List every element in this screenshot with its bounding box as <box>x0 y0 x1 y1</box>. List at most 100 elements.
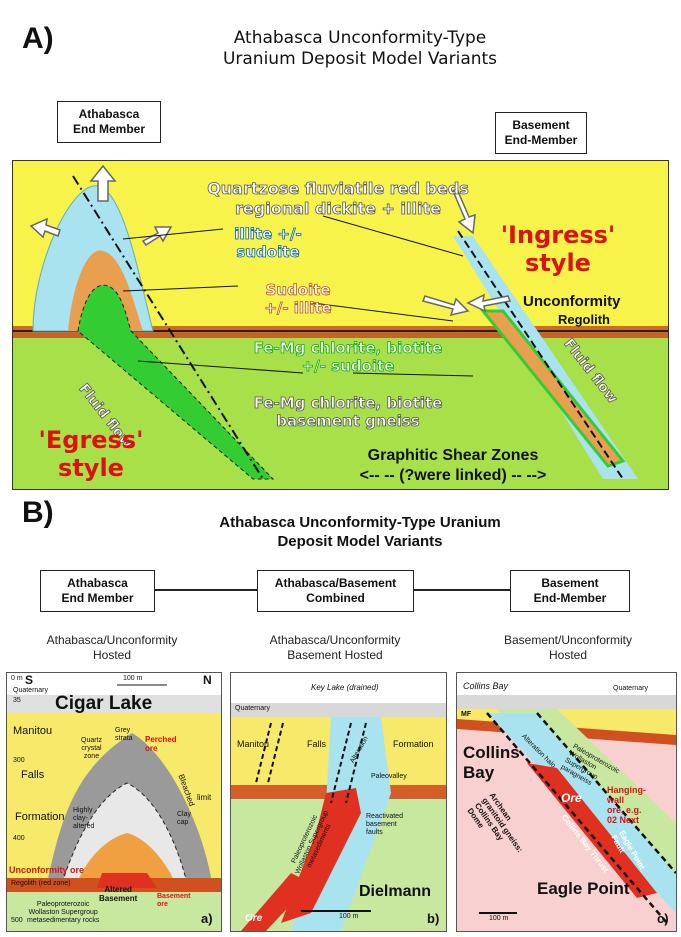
scale-label: 100 m <box>123 675 143 682</box>
box-line1: Athabasca <box>78 107 140 121</box>
altered-line1: Altered <box>104 885 132 894</box>
clay-cap-label: Clay cap <box>177 811 191 827</box>
red-beds-line1: Quartzose fluviatile red beds <box>207 179 469 199</box>
panel-b-letter: B) <box>22 496 54 529</box>
section-cigar-lake: 0 m S 100 m N Quaternary 35 Cigar Lake M… <box>6 672 222 932</box>
hw-line2: wall <box>607 795 625 805</box>
basement-ore-label: Basement ore <box>157 893 190 909</box>
quartz-line1: Quartz <box>81 737 103 744</box>
rf-line2: basement <box>366 821 397 828</box>
altered-line2: Basement <box>99 894 138 903</box>
cigar-lake-label: Cigar Lake <box>55 693 153 714</box>
box-line2: End Member <box>61 591 134 605</box>
perched-line2: ore <box>145 744 158 753</box>
panel-a-title-line2: Uranium Deposit Model Variants <box>222 49 498 69</box>
athabasca-end-member-box: Athabasca End Member <box>57 101 161 143</box>
box-line1: Athabasca <box>67 576 128 590</box>
collins-line2: Bay <box>463 763 495 782</box>
manitou-label-b: Manitou <box>237 739 270 749</box>
panel-a-title: Athabasca Unconformity-Type Uranium Depo… <box>150 28 570 70</box>
chlorite1-line2: +/- sudoite <box>301 357 395 376</box>
box-line1: Basement <box>541 576 599 590</box>
subtitle-c: Basement/Unconformity Hosted <box>478 633 658 663</box>
mf-label: MF <box>461 711 472 718</box>
paleo-label-a: Paleoproterozoic Wollaston Supergroup me… <box>27 901 99 925</box>
regolith-red-zone-label: Regolith (red zone) <box>11 880 71 887</box>
egress-fault-zone <box>77 284 275 480</box>
clay-line2: cap <box>177 819 189 826</box>
section-a-letter: a) <box>201 911 213 926</box>
bo-line2: ore <box>157 901 168 908</box>
egress-line2: style <box>58 454 124 482</box>
up-arrow-icon <box>89 164 117 202</box>
depth-0: 0 m <box>11 675 23 682</box>
basement-gneiss-label: Fe-Mg chlorite, biotite basement gneiss <box>188 394 508 431</box>
paleo-line3: metasedimentary rocks <box>27 917 100 924</box>
box-line1: Basement <box>512 118 570 132</box>
chlorite-sudoite-label: Fe-Mg chlorite, biotite +/- sudoite <box>188 339 508 376</box>
hcs-line2: clay- <box>73 815 88 822</box>
subtitle-line1: Basement/Unconformity <box>503 633 633 647</box>
altered-basement-label: Altered Basement <box>99 885 137 903</box>
chlorite2-line1: Fe-Mg chlorite, biotite <box>253 394 443 413</box>
ingress-fault-line <box>457 230 624 480</box>
shear-line2: <-- -- (?were linked) -- --> <box>359 467 547 484</box>
egress-style-label: 'Egress' style <box>31 426 151 482</box>
illite-line1: illite +/- <box>234 225 302 244</box>
collins-line1: Collins <box>463 743 520 762</box>
quaternary-label-c: Quaternary <box>613 685 649 692</box>
ore-label-c: Ore <box>561 791 582 805</box>
depth-300: 300 <box>13 757 25 764</box>
grey-line1: Grey <box>115 727 131 734</box>
key-lake-label: Key Lake (drained) <box>311 683 379 692</box>
scale-label-b: 100 m <box>339 913 359 920</box>
limit-label: limit <box>197 793 212 802</box>
section-b-letter: b) <box>427 911 440 926</box>
paleovalley-label: Paleovalley <box>371 773 407 780</box>
box-line2: End Member <box>72 122 145 136</box>
section-c-svg <box>457 673 676 924</box>
grey-strata-label: Grey strata <box>115 727 133 743</box>
subtitle-line1: Athabasca/Unconformity <box>269 633 401 647</box>
sudoite-line1: Sudoite <box>265 281 331 300</box>
ingress-line1: 'Ingress' <box>500 221 616 249</box>
red-beds-line2: regional dickite + illite <box>235 199 442 219</box>
in-arrow-icon <box>421 295 470 317</box>
shear-line1: Graphitic Shear Zones <box>367 447 539 464</box>
section-c-letter: c) <box>657 911 669 926</box>
basement-end-member-box: Basement End-Member <box>495 112 587 154</box>
left-arrow-icon <box>29 217 61 239</box>
subtitle-line2: Hosted <box>92 648 132 662</box>
quartz-line2: crystal <box>81 745 102 752</box>
panel-a-title-line1: Athabasca Unconformity-Type <box>233 28 487 48</box>
eagle-point-label: Eagle Point <box>537 879 630 898</box>
collins-bay-label: Collins Bay <box>463 743 520 783</box>
ore-label-b: Ore <box>245 913 263 924</box>
illite-line2: sudoite <box>236 243 300 262</box>
box-line2: End-Member <box>504 133 578 147</box>
illite-label: illite +/- sudoite <box>213 225 323 262</box>
subtitle-b: Athabasca/Unconformity Basement Hosted <box>245 633 425 663</box>
label-leaders <box>122 215 474 377</box>
clay-line1: Clay <box>177 811 192 818</box>
diagram-a-svg <box>13 161 668 489</box>
perched-ore-label: Perched ore <box>145 735 177 753</box>
grey-line2: strata <box>115 735 133 742</box>
rf-line3: faults <box>366 829 383 836</box>
north-label: N <box>203 673 212 687</box>
falls-label: Falls <box>21 769 45 781</box>
box-combined: Athabasca/Basement Combined <box>257 570 414 612</box>
subtitle-a: Athabasca/Unconformity Hosted <box>22 633 202 663</box>
regolith-label: Regolith <box>558 312 610 327</box>
graphitic-shear-label: Graphitic Shear Zones <-- -- (?were link… <box>268 446 638 486</box>
section-a-svg <box>7 673 221 931</box>
box-line2: Combined <box>306 591 365 605</box>
down-arrow-icon <box>452 187 476 235</box>
box-athabasca-end-member: Athabasca End Member <box>40 570 155 612</box>
depth-500: 500 <box>11 917 23 924</box>
red-beds-label: Quartzose fluviatile red beds regional d… <box>153 179 523 219</box>
panel-b-title: Athabasca Unconformity-Type Uranium Depo… <box>140 513 580 551</box>
hcs-line3: altered <box>73 823 95 830</box>
paleo-line1: Paleoproterozoic <box>36 901 90 908</box>
unconformity-ore-label: Unconformity ore <box>9 865 85 875</box>
